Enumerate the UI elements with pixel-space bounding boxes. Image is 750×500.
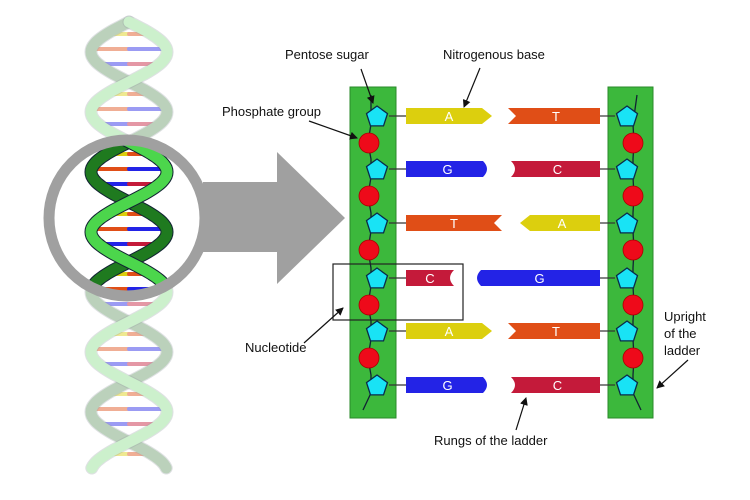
- pentose-sugar: [365, 158, 389, 180]
- base-letter: C: [425, 271, 434, 286]
- nitrogenous-base-G: [477, 270, 600, 286]
- base-letter: T: [450, 216, 458, 231]
- helix-strand-back: [85, 140, 173, 296]
- pentose-sugar: [365, 374, 389, 396]
- phosphate-group: [622, 294, 644, 316]
- rungs-pointer: [515, 397, 528, 431]
- base-letter: A: [558, 216, 567, 231]
- pentose-sugar-pointer: [360, 68, 375, 104]
- pentose-sugar: [615, 212, 639, 234]
- nitrogenous-base-C: [406, 270, 454, 286]
- nitrogenous-base-A: [520, 215, 600, 231]
- nitrogenous-base-C: [511, 161, 600, 177]
- pentose-sugar: [365, 320, 389, 342]
- phosphate-group: [358, 185, 380, 207]
- base-letter: T: [552, 109, 560, 124]
- base-letter: G: [442, 162, 452, 177]
- nucleotide-pointer: [303, 307, 344, 344]
- upright-pointer: [656, 359, 689, 389]
- pentose-sugar: [615, 158, 639, 180]
- pentose-sugar: [365, 267, 389, 289]
- label-rungs-of-the-ladder: Rungs of the ladder: [434, 433, 548, 448]
- dna-helix-magnified: [84, 140, 174, 296]
- base-letter: C: [553, 378, 562, 393]
- phosphate-group: [622, 132, 644, 154]
- nitrogenous-base-G: [406, 377, 487, 393]
- base-letter: G: [534, 271, 544, 286]
- base-letter: A: [445, 324, 454, 339]
- phosphate-group: [622, 239, 644, 261]
- helix-strand-front: [85, 140, 173, 296]
- zoom-arrow: [203, 152, 345, 284]
- nitrogenous-base-A: [406, 323, 492, 339]
- phosphate-group: [358, 239, 380, 261]
- label-upright-of-the-ladder: Upright of the ladder: [664, 309, 706, 358]
- nitrogenous-base-T: [406, 215, 502, 231]
- label-nitrogenous-base: Nitrogenous base: [443, 47, 545, 62]
- nitrogenous-base-T: [508, 108, 600, 124]
- base-letter: G: [442, 378, 452, 393]
- label-pentose-sugar: Pentose sugar: [285, 47, 369, 62]
- phosphate-group: [622, 185, 644, 207]
- nitrogenous-base-C: [511, 377, 600, 393]
- label-phosphate-group: Phosphate group: [222, 104, 322, 119]
- label-nucleotide: Nucleotide: [245, 340, 307, 355]
- phosphate-group: [358, 132, 380, 154]
- nitrogenous-base-pointer: [462, 67, 481, 108]
- pentose-sugar: [615, 105, 639, 127]
- pentose-sugar: [615, 320, 639, 342]
- nitrogenous-base-T: [508, 323, 600, 339]
- phosphate-group: [358, 294, 380, 316]
- phosphate-group: [622, 347, 644, 369]
- phosphate-group-pointer: [308, 120, 358, 140]
- nitrogenous-base-G: [406, 161, 487, 177]
- base-letter: T: [552, 324, 560, 339]
- pentose-sugar: [365, 212, 389, 234]
- nitrogenous-base-A: [406, 108, 492, 124]
- phosphate-group: [358, 347, 380, 369]
- base-letter: C: [553, 162, 562, 177]
- pentose-sugar: [615, 374, 639, 396]
- nucleotide-box: [332, 263, 464, 321]
- pentose-sugar: [365, 105, 389, 127]
- pentose-sugar: [615, 267, 639, 289]
- base-letter: A: [445, 109, 454, 124]
